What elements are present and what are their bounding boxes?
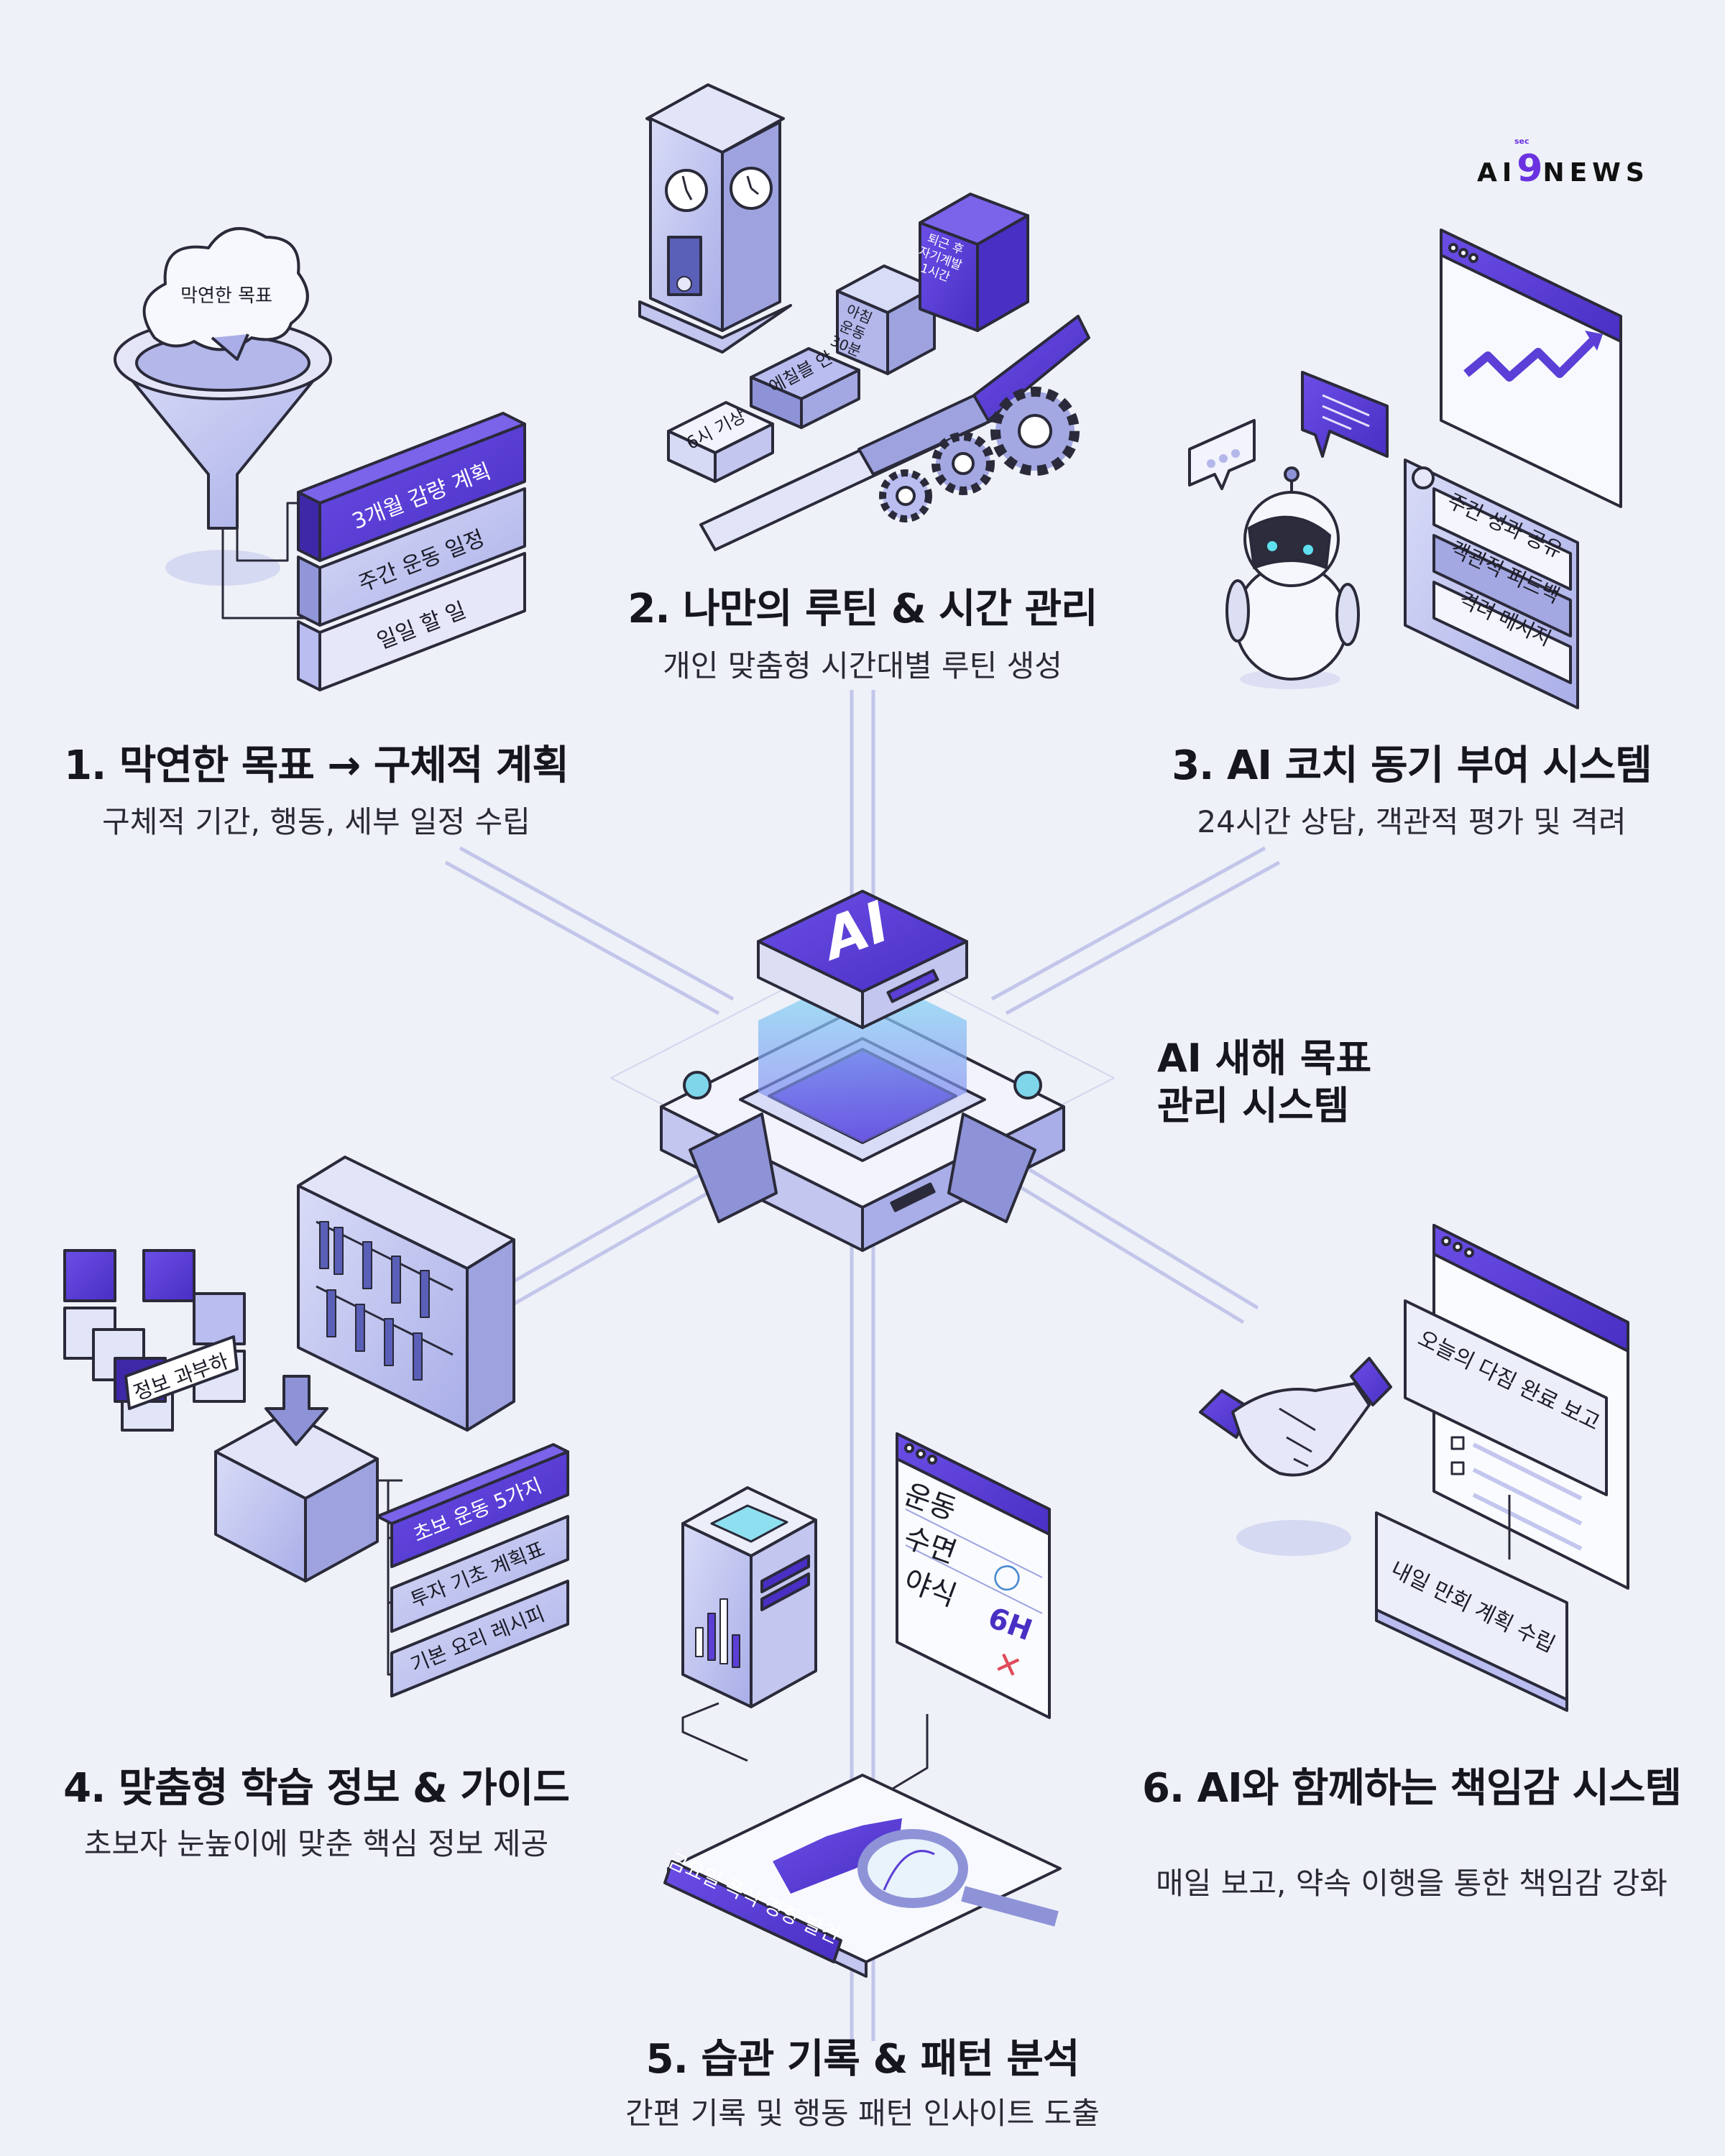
- section-6-illustration: 오늘의 다짐 완료 보고 내일 만회 계획 수립: [1199, 1224, 1629, 1712]
- section-2-title: 2. 나만의 루틴 & 시간 관리: [627, 586, 1098, 632]
- step-block-3: [297, 552, 526, 691]
- section-2-subtitle: 개인 맞춤형 시간대별 루틴 생성: [663, 648, 1062, 683]
- section-6-subtitle: 매일 보고, 약속 이행을 통한 책임감 강화: [1156, 1866, 1668, 1901]
- section-5-illustration: 운동 수면 야식 ○ 6H ✕ 금요일 폭식 경향 발견: [663, 1432, 1062, 1978]
- ai9news-logo: AI9NEWS sec: [1477, 137, 1650, 190]
- logo-suffix: NEWS: [1542, 158, 1650, 188]
- checklist-window: [896, 1432, 1051, 1719]
- connector-lines: [444, 690, 1281, 2041]
- coach-panel: [1404, 459, 1579, 709]
- cloud-label: 막연한 목표: [180, 285, 272, 307]
- routine-block-3: [836, 264, 936, 375]
- ai-hub-illustration: AI: [610, 890, 1115, 1252]
- section-4-subtitle: 초보자 눈높이에 맞춘 핵심 정보 제공: [83, 1826, 549, 1861]
- handshake-icon: [1199, 1357, 1392, 1477]
- filter-machine-icon: [214, 1375, 379, 1583]
- section-2-illustration: 6시 기상 에칠블 안 아침 운동 30분 퇴근 후 자기계발 1시간: [638, 83, 1090, 551]
- step-block-2: [297, 487, 526, 627]
- section-3-illustration: 주간 성과 공유 객관적 피드백 격려 메시지: [1188, 229, 1622, 709]
- bookshelf-icon: [297, 1156, 515, 1432]
- magnifier-icon: [857, 1829, 1059, 1927]
- data-server-icon: [681, 1486, 817, 1708]
- report-note: [1404, 1299, 1608, 1496]
- clock-tower-icon: [638, 83, 792, 354]
- message-bubble-icon: [1301, 371, 1389, 458]
- ai-chip-icon: [757, 890, 968, 1029]
- section-1-title: 1. 막연한 목표 → 구체적 계획: [64, 742, 569, 789]
- routine-block-4: [919, 193, 1029, 332]
- section-4-title: 4. 맞춤형 학습 정보 & 가이드: [63, 1765, 570, 1812]
- info-cubes-icon: [63, 1249, 246, 1432]
- section-3-subtitle: 24시간 상담, 객관적 평가 및 격려: [1197, 804, 1627, 839]
- section-5-subtitle: 간편 기록 및 행동 패턴 인사이트 도출: [625, 2096, 1100, 2131]
- logo-badge: sec: [1514, 137, 1530, 146]
- timeline-ribbon: [699, 315, 1090, 551]
- logo-nine: 9: [1517, 147, 1543, 190]
- section-1-illustration: 막연한 목표 3개월 감량 계획 주간 운동 일정 일일 할 일: [114, 227, 526, 691]
- hub-title-line: 관리 시스템: [1157, 1083, 1350, 1128]
- routine-block-1: [667, 401, 774, 483]
- guide-block-1: [376, 1443, 569, 1568]
- guide-block-3: [390, 1580, 569, 1697]
- robot-icon: [1225, 466, 1360, 689]
- section-1-subtitle: 구체적 기간, 행동, 세부 일정 수립: [102, 804, 530, 839]
- plan-card: [1375, 1511, 1568, 1712]
- speech-bubble-icon: [1188, 419, 1256, 490]
- section-5-title: 5. 습관 기록 & 패턴 분석: [645, 2036, 1080, 2083]
- chart-window-icon: [1440, 229, 1622, 508]
- step-block-1: [297, 412, 526, 562]
- section-6-title: 6. AI와 함께하는 책임감 시스템: [1141, 1765, 1682, 1812]
- section-4-illustration: 정보 과부하 초보 운동 5가지 투자 기초 계획표 기본 요리 레시피: [63, 1156, 569, 1697]
- guide-block-2: [390, 1515, 569, 1633]
- gears-icon: [879, 387, 1080, 522]
- hub-title-line: AI 새해 목표: [1157, 1036, 1372, 1081]
- routine-block-2: [750, 347, 860, 429]
- logo-prefix: AI: [1477, 158, 1517, 188]
- cloud-icon: [142, 227, 309, 361]
- section-3-title: 3. AI 코치 동기 부여 시스템: [1172, 742, 1652, 789]
